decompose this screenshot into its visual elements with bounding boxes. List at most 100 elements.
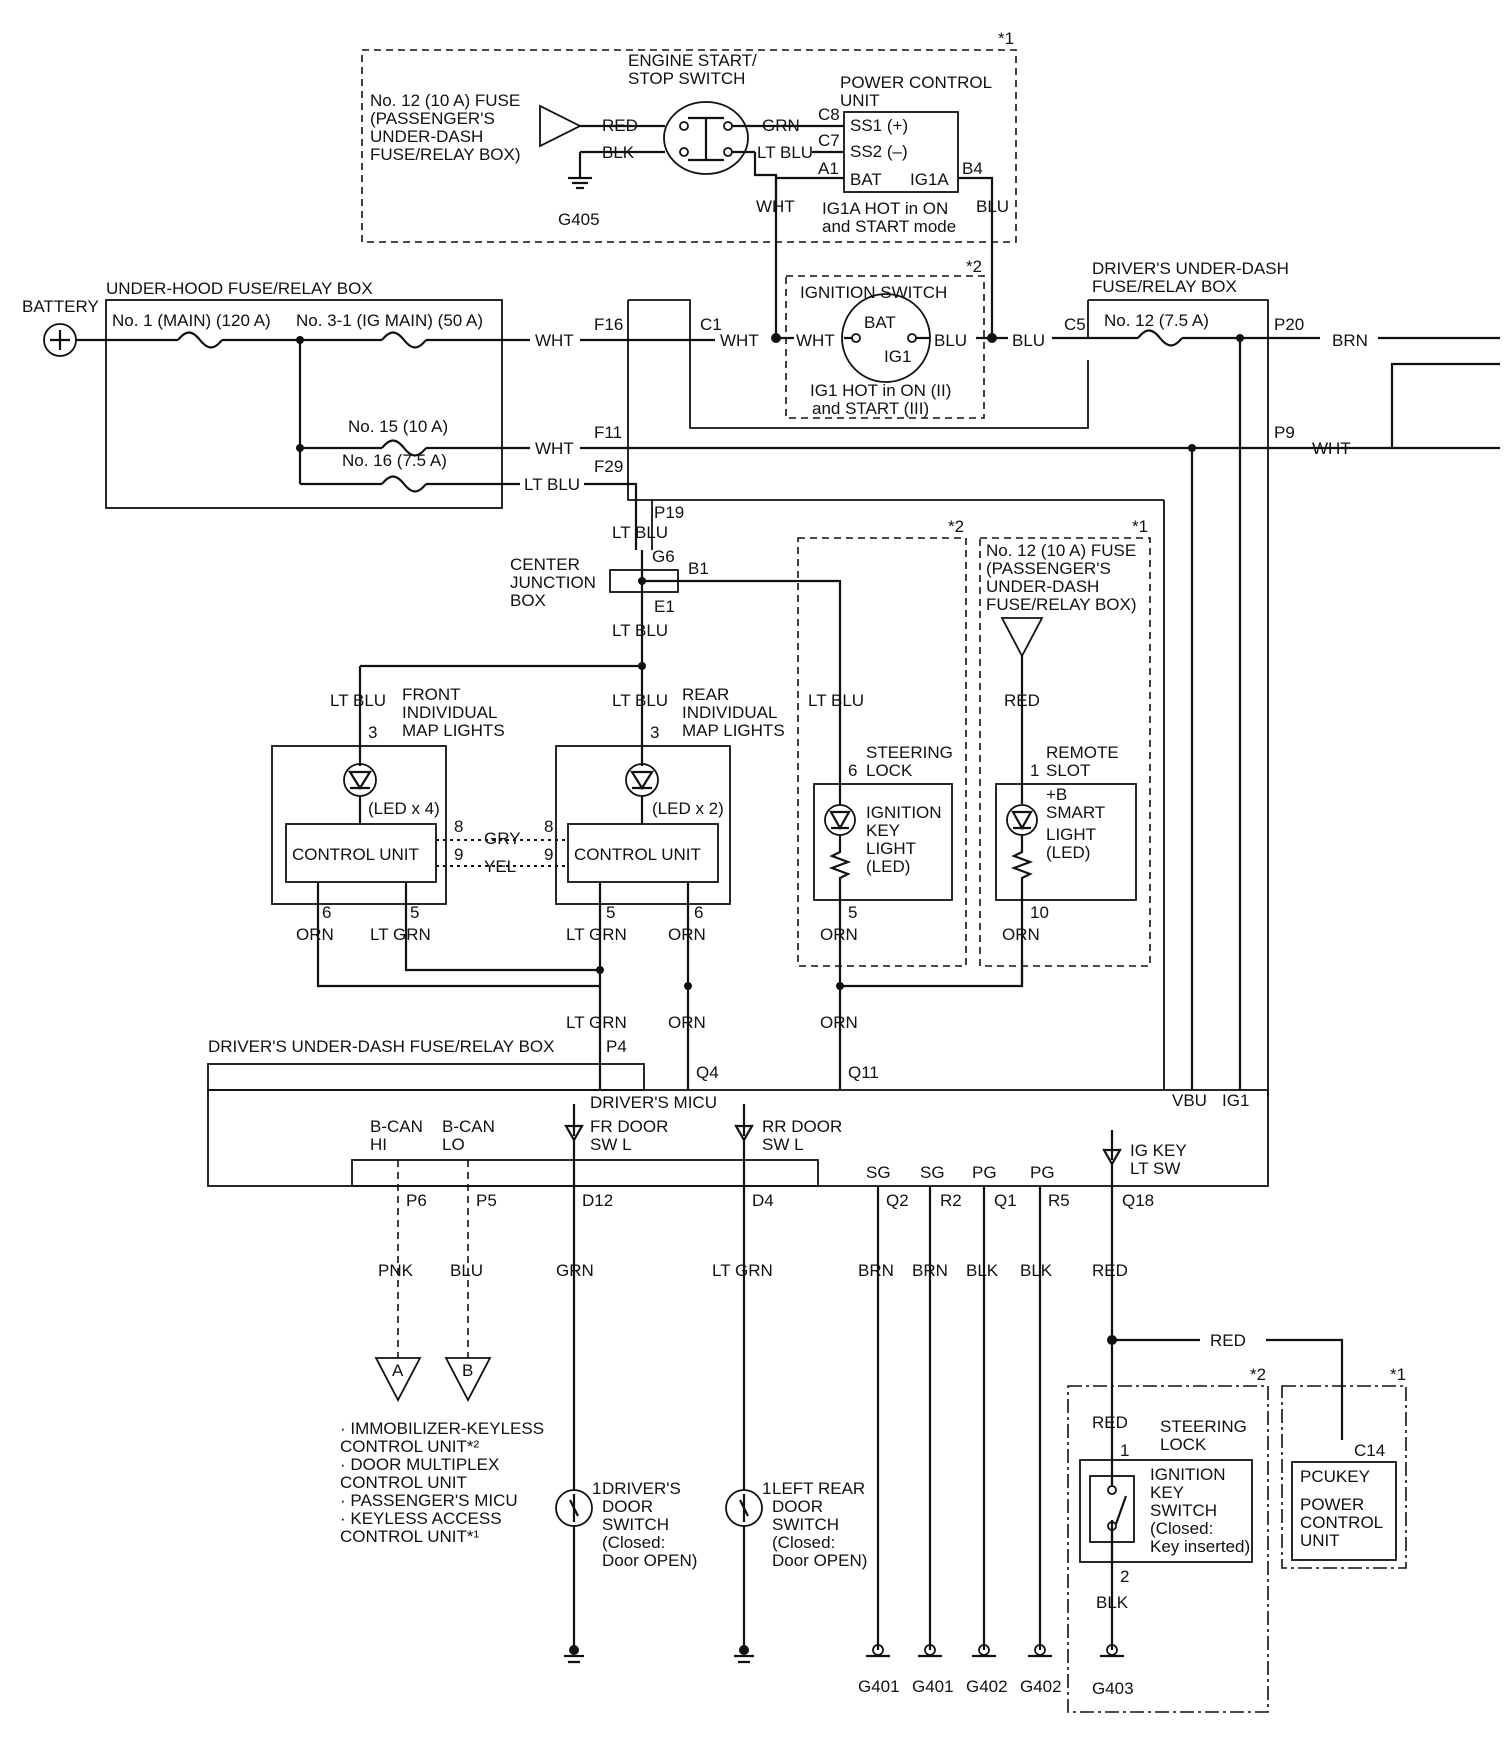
wire-red-top: RED xyxy=(602,116,638,135)
pin-d12: D12 xyxy=(582,1191,613,1210)
wire-blk-r5: BLK xyxy=(1020,1261,1053,1280)
front-ltgrn: LT GRN xyxy=(370,925,431,944)
rear-map-box xyxy=(555,745,731,905)
can-unit-4: CONTROL UNIT xyxy=(340,1473,467,1492)
steering-lock-upper: *2 LT BLU STEERING LOCK 6 IGNITION KEY L… xyxy=(797,517,967,967)
pcukey-label: PCUKEY xyxy=(1300,1467,1370,1486)
fuse-no1: No. 1 (MAIN) (120 A) xyxy=(112,311,271,330)
remote-pin1: 1 xyxy=(1030,761,1039,780)
bcan-hi-2: HI xyxy=(370,1135,387,1154)
front-pin5: 5 xyxy=(410,903,419,922)
pcu-bottom-3: UNIT xyxy=(1300,1531,1340,1550)
fr-door-1: FR DOOR xyxy=(590,1117,668,1136)
note-star1-pcu: *1 xyxy=(1390,1365,1406,1384)
front-map-label-2: INDIVIDUAL xyxy=(402,703,497,722)
micu-title: DRIVER'S MICU xyxy=(590,1093,717,1112)
micu-sg2: SG xyxy=(920,1163,945,1182)
front-map-lights: LT BLU FRONT INDIVIDUAL MAP LIGHTS 3 (LE… xyxy=(271,685,600,988)
driver-box-top: DRIVER'S UNDER-DASH FUSE/RELAY BOX C5 No… xyxy=(652,259,1500,1096)
steer-label-1: STEERING xyxy=(866,743,953,762)
front-map-label-3: MAP LIGHTS xyxy=(402,721,505,740)
pin-p19: P19 xyxy=(654,503,684,522)
fuse-no15: No. 15 (10 A) xyxy=(348,417,448,436)
ignition-key-switch-icon xyxy=(1110,1460,1128,1562)
wire-brn-q2: BRN xyxy=(858,1261,894,1280)
rear-door-3: SWITCH xyxy=(772,1515,839,1534)
start-stop-switch-icon xyxy=(663,101,749,175)
pcu-bottom-1: POWER xyxy=(1300,1495,1364,1514)
ig-key-1: IG KEY xyxy=(1130,1141,1187,1160)
pin-f11: F11 xyxy=(594,423,622,442)
steer2-switch-4: (Closed: xyxy=(1150,1519,1213,1538)
front-map-pin3: 3 xyxy=(368,723,377,742)
ign-note-1: IG1 HOT in ON (II) xyxy=(810,381,951,400)
wire-blu: BLU xyxy=(450,1261,483,1280)
front-control-unit xyxy=(285,823,437,883)
top-fuse-label-2: (PASSENGER'S xyxy=(370,109,495,128)
rear-door-pin: 1 xyxy=(762,1479,771,1498)
pin-q18: Q18 xyxy=(1122,1191,1154,1210)
ignition-switch-section: *2 IGNITION SWITCH C1 WHT WHT BAT IG1 BL… xyxy=(700,257,1086,419)
pcu-pin-ss2: SS2 (–) xyxy=(850,142,908,161)
remote-label-2: SLOT xyxy=(1046,761,1090,780)
rear-door-ground-icon xyxy=(734,1654,754,1664)
wire-ltblu-p19: LT BLU xyxy=(612,523,668,542)
driver-door-ground-icon xyxy=(564,1654,584,1664)
note-star2-steer: *2 xyxy=(948,517,964,536)
note-star1-remote: *1 xyxy=(1132,517,1148,536)
bcan-lo-2: LO xyxy=(442,1135,465,1154)
fr-door-2: SW L xyxy=(590,1135,632,1154)
wire-blu-top: BLU xyxy=(976,197,1009,216)
remote-light-1: +B xyxy=(1046,785,1067,804)
steer2-switch-5: Key inserted) xyxy=(1150,1537,1250,1556)
wire-wht-f11: WHT xyxy=(535,439,574,458)
pcu-pin-ss1: SS1 (+) xyxy=(850,116,908,135)
ig-key-2: LT SW xyxy=(1130,1159,1180,1178)
front-map-box xyxy=(271,745,447,905)
driver-door-5: Door OPEN) xyxy=(602,1551,697,1570)
wire-ltblu-top: LT BLU xyxy=(757,143,813,162)
micu-sg1: SG xyxy=(866,1163,891,1182)
merge-orn-1: ORN xyxy=(668,1013,706,1032)
wire-grn: GRN xyxy=(556,1261,594,1280)
fuse-no12-driver-icon xyxy=(1137,329,1183,347)
rear-door-4: (Closed: xyxy=(772,1533,835,1552)
wire-ltgrn-d4: LT GRN xyxy=(712,1261,773,1280)
underhood-section: BATTERY UNDER-HOOD FUSE/RELAY BOX No. 1 … xyxy=(22,279,1500,550)
pin-f16: F16 xyxy=(594,315,623,334)
steer-pin5: 5 xyxy=(848,903,857,922)
remote-slot: *1 No. 12 (10 A) FUSE (PASSENGER'S UNDER… xyxy=(979,517,1151,984)
ig1a-note-2: and START mode xyxy=(822,217,956,236)
rear-pin9: 9 xyxy=(544,845,553,864)
steer2-label-2: LOCK xyxy=(1160,1435,1207,1454)
smart-light-box xyxy=(995,783,1137,901)
remote-red: RED xyxy=(1004,691,1040,710)
underhood-fuse-box xyxy=(105,299,503,509)
ignition-key-switch-box xyxy=(1079,1459,1253,1563)
driver-door-1: DRIVER'S xyxy=(602,1479,681,1498)
note-star1-top: *1 xyxy=(998,29,1014,48)
cjb-label-2: JUNCTION xyxy=(510,573,596,592)
center-junction-section: P19 LT BLU G6 CENTER JUNCTION BOX B1 E1 … xyxy=(358,503,842,780)
ground-g405-icon xyxy=(568,152,592,190)
driver-door-2: DOOR xyxy=(602,1497,653,1516)
remote-fuse-4: FUSE/RELAY BOX) xyxy=(986,595,1137,614)
steer2-pin2: 2 xyxy=(1120,1567,1129,1586)
wire-blu-ign-b: BLU xyxy=(1012,331,1045,350)
pcu-bottom-2: CONTROL xyxy=(1300,1513,1383,1532)
pin-g6: G6 xyxy=(652,547,675,566)
connector-b: B xyxy=(462,1361,473,1380)
ground-g401a: G401 xyxy=(858,1677,900,1696)
driver-door-3: SWITCH xyxy=(602,1515,669,1534)
fuse-arrow-icon xyxy=(539,104,583,148)
wire-blk-q1: BLK xyxy=(966,1261,999,1280)
pin-d4: D4 xyxy=(752,1191,774,1210)
note-star2-ign: *2 xyxy=(966,257,982,276)
front-pin6: 6 xyxy=(322,903,331,922)
wire-wht-top: WHT xyxy=(756,197,795,216)
wire-wht-ign-b: WHT xyxy=(796,331,835,350)
rear-map-label-2: INDIVIDUAL xyxy=(682,703,777,722)
wire-ltblu-f29: LT BLU xyxy=(524,475,580,494)
pin-p20: P20 xyxy=(1274,315,1304,334)
